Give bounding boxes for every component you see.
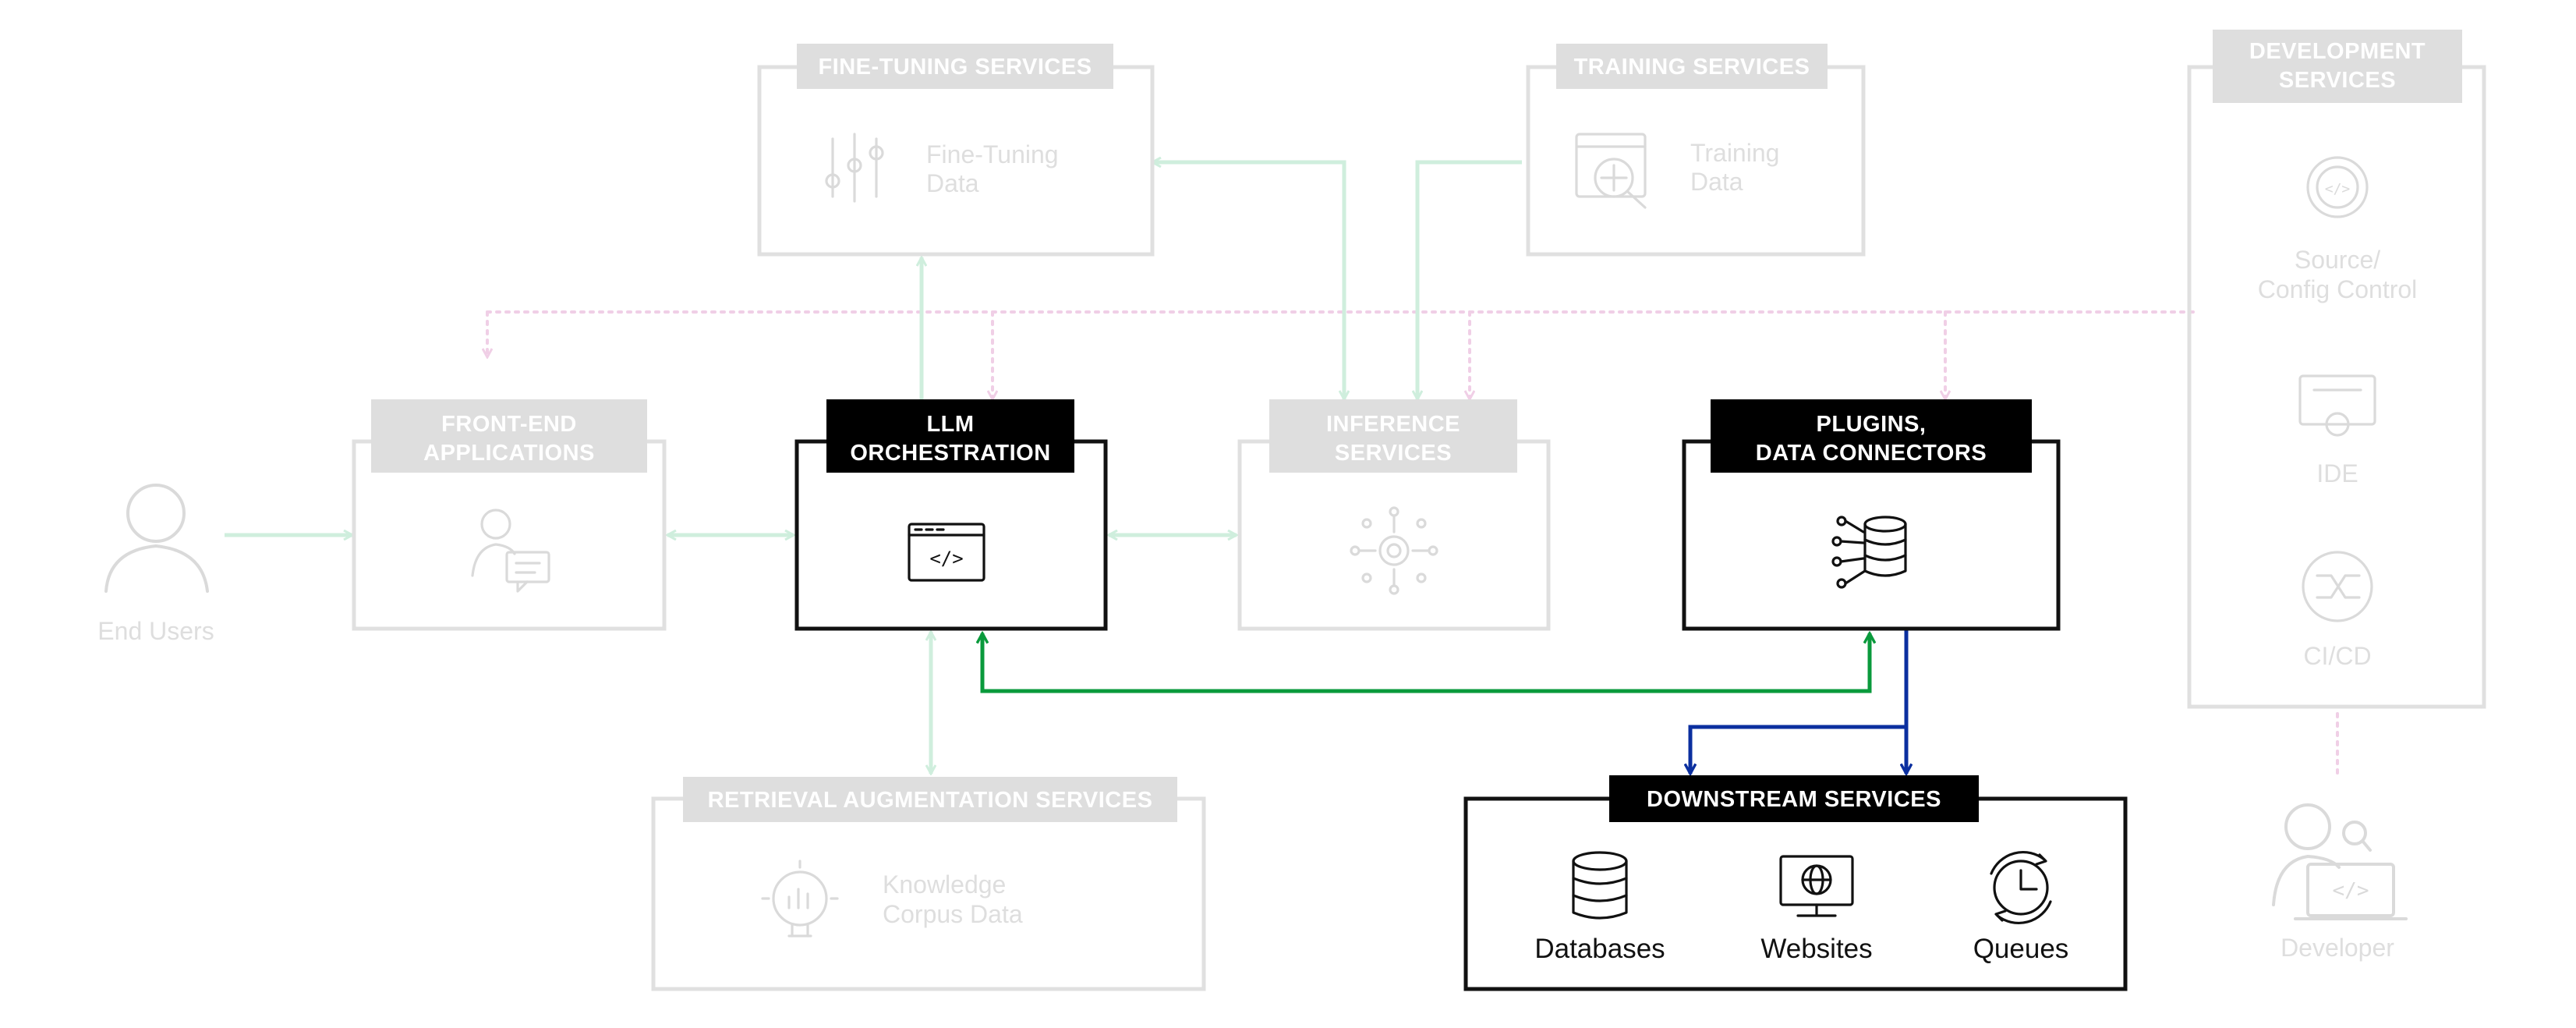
front-end-title-2: APPLICATIONS [423,441,595,466]
retrieval-title: RETRIEVAL AUGMENTATION SERVICES [708,788,1153,813]
code-gear-icon: </> [2306,156,2369,218]
svg-text:SERVICES: SERVICES [2279,68,2396,93]
plugins-downstream-left-arrow [1690,725,1906,774]
plugins-title-1: PLUGINS, [1817,412,1927,437]
clock-cycle-icon [1990,851,2052,924]
development-title-2: SERVICES [2279,68,2396,93]
svg-text:</>: </> [929,548,963,569]
dev-item-2-label: IDE [2316,459,2358,487]
development-services-box[interactable]: DEVELOPMENT SERVICES </> Source/ Config … [2187,30,2486,709]
svg-text:</>: </> [2325,181,2351,197]
user-chat-icon [471,509,550,593]
downstream-item-1-label: Databases [1534,934,1665,964]
llm-title-1: LLM [926,412,974,437]
code-window-icon: </> [908,523,985,582]
downstream-item-3-label: Queues [1973,934,2069,964]
end-users-actor: End Users [97,484,214,645]
svg-text:SERVICES: SERVICES [1335,441,1452,466]
database-icon [1572,851,1628,920]
svg-text:Source/: Source/ [2295,246,2380,274]
person-icon [104,484,209,593]
svg-text:Data: Data [1690,168,1743,196]
plugins-data-connectors-box[interactable]: PLUGINS, DATA CONNECTORS [1682,399,2061,631]
developer-label: Developer [2281,934,2394,962]
downstream-item-2-label: Websites [1760,934,1872,964]
svg-text:Knowledge: Knowledge [883,870,1006,899]
svg-text:DATA CONNECTORS: DATA CONNECTORS [1756,441,1987,466]
plugins-title-2: DATA CONNECTORS [1756,441,1987,466]
svg-text:ORCHESTRATION: ORCHESTRATION [850,441,1050,466]
retrieval-label-2: Corpus Data [883,900,1023,928]
svg-text:FRONT-END: FRONT-END [441,412,577,437]
svg-text:LLM: LLM [926,412,974,437]
cicd-icon [2302,551,2373,622]
downstream-services-box[interactable]: DOWNSTREAM SERVICES Databases Websites Q… [1463,775,2128,991]
fine-tuning-label-2: Data [926,169,979,197]
inference-title-1: INFERENCE [1326,412,1460,437]
svg-text:Training: Training [1690,139,1779,167]
developer-laptop-icon: </> [2272,803,2408,920]
training-label-2: Data [1690,168,1743,196]
database-connector-icon [1831,516,1907,589]
retrieval-label-1: Knowledge [883,870,1006,899]
svg-text:Config Control: Config Control [2258,275,2418,303]
sliders-icon [825,133,884,203]
gear-network-icon [1350,506,1438,595]
downstream-title: DOWNSTREAM SERVICES [1647,787,1941,812]
front-end-applications-box[interactable]: FRONT-END APPLICATIONS [352,399,667,631]
svg-text:APPLICATIONS: APPLICATIONS [423,441,595,466]
ide-icon [2298,374,2376,437]
llm-title-2: ORCHESTRATION [850,441,1050,466]
development-title-1: DEVELOPMENT [2249,39,2426,64]
dev-item-3-label: CI/CD [2303,642,2371,670]
dev-item-1-label-1: Source/ [2295,246,2380,274]
inference-title-2: SERVICES [1335,441,1452,466]
fine-tuning-label-1: Fine-Tuning [926,140,1059,168]
fine-tuning-title: FINE-TUNING SERVICES [818,55,1092,80]
data-inspect-icon [1575,133,1647,209]
svg-text:DEVELOPMENT: DEVELOPMENT [2249,39,2426,64]
lightbulb-chart-icon [761,860,839,938]
llm-orchestration-box[interactable]: LLM ORCHESTRATION </> [794,399,1108,631]
training-title: TRAINING SERVICES [1574,55,1810,80]
training-to-inference-arrow [1417,160,1522,399]
svg-text:Corpus Data: Corpus Data [883,900,1023,928]
retrieval-augmentation-services-box[interactable]: RETRIEVAL AUGMENTATION SERVICES Knowledg… [651,777,1206,991]
svg-text:PLUGINS,: PLUGINS, [1817,412,1927,437]
finetuning-inference-arrow [1152,162,1344,399]
inference-services-box[interactable]: INFERENCE SERVICES [1237,399,1551,631]
svg-text:</>: </> [2333,879,2369,902]
svg-text:INFERENCE: INFERENCE [1326,412,1460,437]
training-label-1: Training [1690,139,1779,167]
training-services-box[interactable]: TRAINING SERVICES Training Data [1526,44,1866,257]
llm-plugins-active-arrow [982,633,1870,693]
dev-item-1-label-2: Config Control [2258,275,2418,303]
front-end-title-1: FRONT-END [441,412,577,437]
connectors [225,160,2339,778]
developer-actor: </> Developer [2272,803,2408,962]
svg-text:Data: Data [926,169,979,197]
fine-tuning-services-box[interactable]: FINE-TUNING SERVICES Fine-Tuning Data [757,44,1155,257]
end-users-label: End Users [97,617,214,645]
svg-text:Fine-Tuning: Fine-Tuning [926,140,1059,168]
monitor-globe-icon [1779,855,1854,917]
